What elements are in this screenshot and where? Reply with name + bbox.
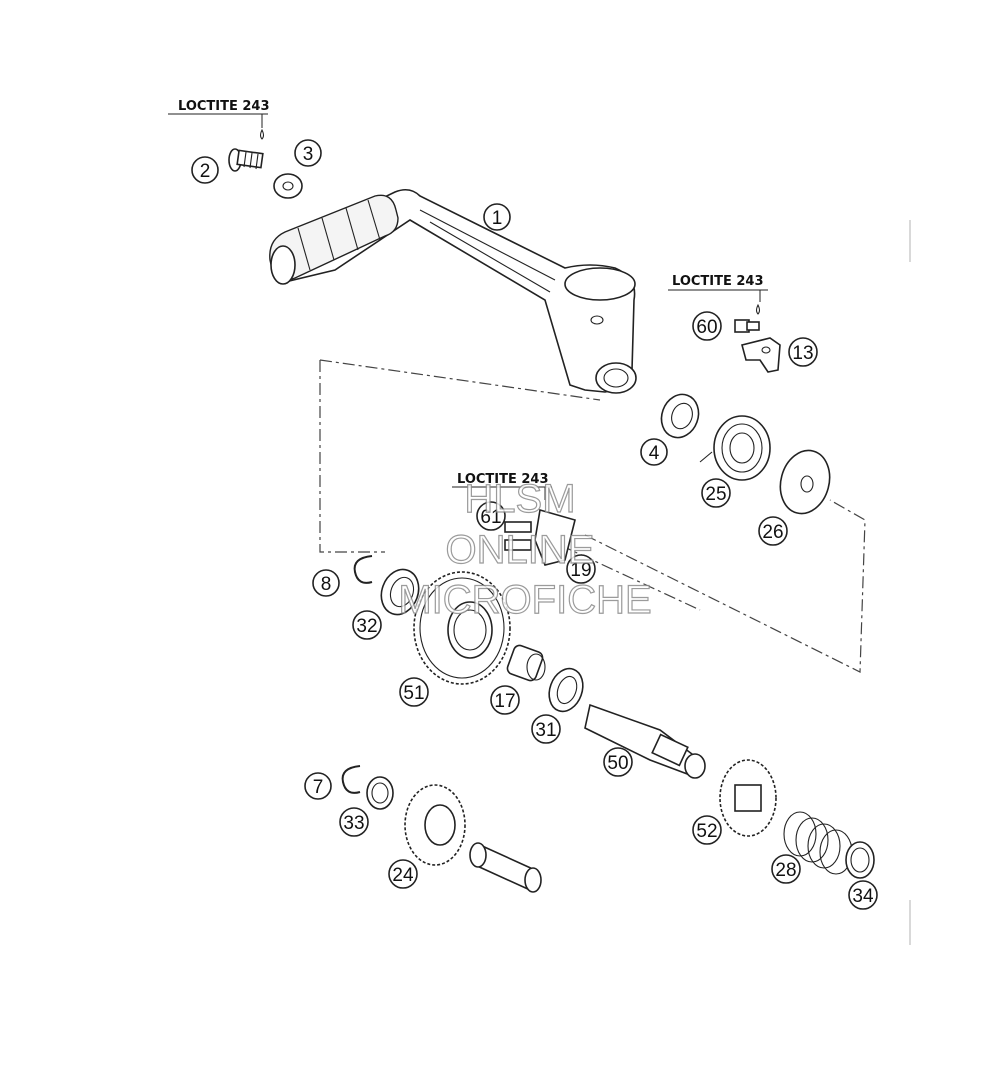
callout-60: 60 [692, 311, 722, 341]
washer-32 [380, 568, 420, 616]
gear-51 [413, 571, 511, 685]
watermark-line-2: ONLINE [446, 528, 595, 572]
callout-number: 8 [321, 574, 332, 595]
callout-26: 26 [758, 516, 788, 546]
callout-number: 7 [313, 777, 324, 798]
circlip-7 [341, 765, 361, 794]
callout-number: 31 [535, 720, 556, 741]
circlip-8 [353, 555, 373, 584]
callout-number: 51 [403, 683, 424, 704]
callout-33: 33 [339, 807, 369, 837]
gear-24 [404, 784, 466, 866]
sleeve-24 [469, 842, 542, 893]
callout-24: 24 [388, 859, 418, 889]
kick-lever [269, 188, 637, 394]
callout-31: 31 [531, 714, 561, 744]
callout-number: 19 [570, 560, 591, 581]
callout-number: 25 [705, 484, 726, 505]
callout-4: 4 [640, 438, 668, 466]
loctite-label-middle: LOCTITE 243 [452, 472, 552, 500]
watermark-line-3: MICROFICHE [398, 578, 651, 622]
assembly-dashed-outline [319, 359, 866, 673]
callout-34: 34 [848, 880, 878, 910]
bearing-17 [506, 644, 546, 682]
callout-number: 13 [792, 343, 813, 364]
washer-31 [548, 667, 584, 713]
callout-number: 52 [696, 821, 717, 842]
callout-number: 2 [200, 161, 211, 182]
bracket-13 [741, 337, 781, 373]
disc-26 [779, 449, 831, 515]
callout-1: 1 [483, 203, 511, 231]
callout-number: 50 [607, 753, 628, 774]
callout-number: 4 [649, 443, 660, 464]
callout-61: 61 [476, 501, 506, 531]
callout-number: 32 [356, 616, 377, 637]
loctite-label-text: LOCTITE 243 [672, 274, 764, 289]
watermark-line-1: HLSM [464, 477, 575, 521]
loctite-label-right: LOCTITE 243 [668, 274, 768, 315]
callout-number: 1 [492, 208, 503, 229]
loctite-label-text: LOCTITE 243 [178, 99, 270, 114]
screws-61 [504, 521, 532, 551]
screw-60 [734, 319, 760, 333]
callout-number: 61 [480, 507, 501, 528]
guide-19 [534, 508, 576, 566]
callout-number: 34 [852, 886, 874, 907]
callout-number: 17 [494, 691, 515, 712]
callout-13: 13 [788, 337, 818, 367]
screw-2 [228, 148, 264, 172]
shaft-50 [584, 703, 706, 779]
callout-3: 3 [294, 139, 322, 167]
callout-number: 24 [392, 865, 414, 886]
spring-25 [699, 415, 771, 481]
washer-34 [845, 841, 875, 879]
callout-8: 8 [312, 569, 340, 597]
callout-50: 50 [603, 747, 633, 777]
ratchet-52 [719, 759, 777, 837]
callout-19: 19 [566, 554, 596, 584]
callout-number: 26 [762, 522, 783, 543]
callout-number: 60 [696, 317, 717, 338]
callout-52: 52 [692, 815, 722, 845]
washer-4 [660, 393, 700, 439]
washer-33 [366, 776, 394, 810]
callout-51: 51 [399, 677, 429, 707]
loctite-label-top-left: LOCTITE 243 [168, 99, 270, 140]
callout-2: 2 [191, 156, 219, 184]
callout-number: 28 [775, 860, 796, 881]
watermark: HLSM ONLINE MICROFICHE [398, 476, 653, 622]
callout-number: 33 [343, 813, 364, 834]
callout-number: 3 [303, 144, 314, 165]
loctite-label-text: LOCTITE 243 [457, 472, 549, 487]
callout-17: 17 [490, 685, 520, 715]
callout-28: 28 [771, 854, 801, 884]
washer-3 [273, 173, 303, 199]
callout-25: 25 [701, 478, 731, 508]
callout-32: 32 [352, 610, 382, 640]
callout-7: 7 [304, 772, 332, 800]
